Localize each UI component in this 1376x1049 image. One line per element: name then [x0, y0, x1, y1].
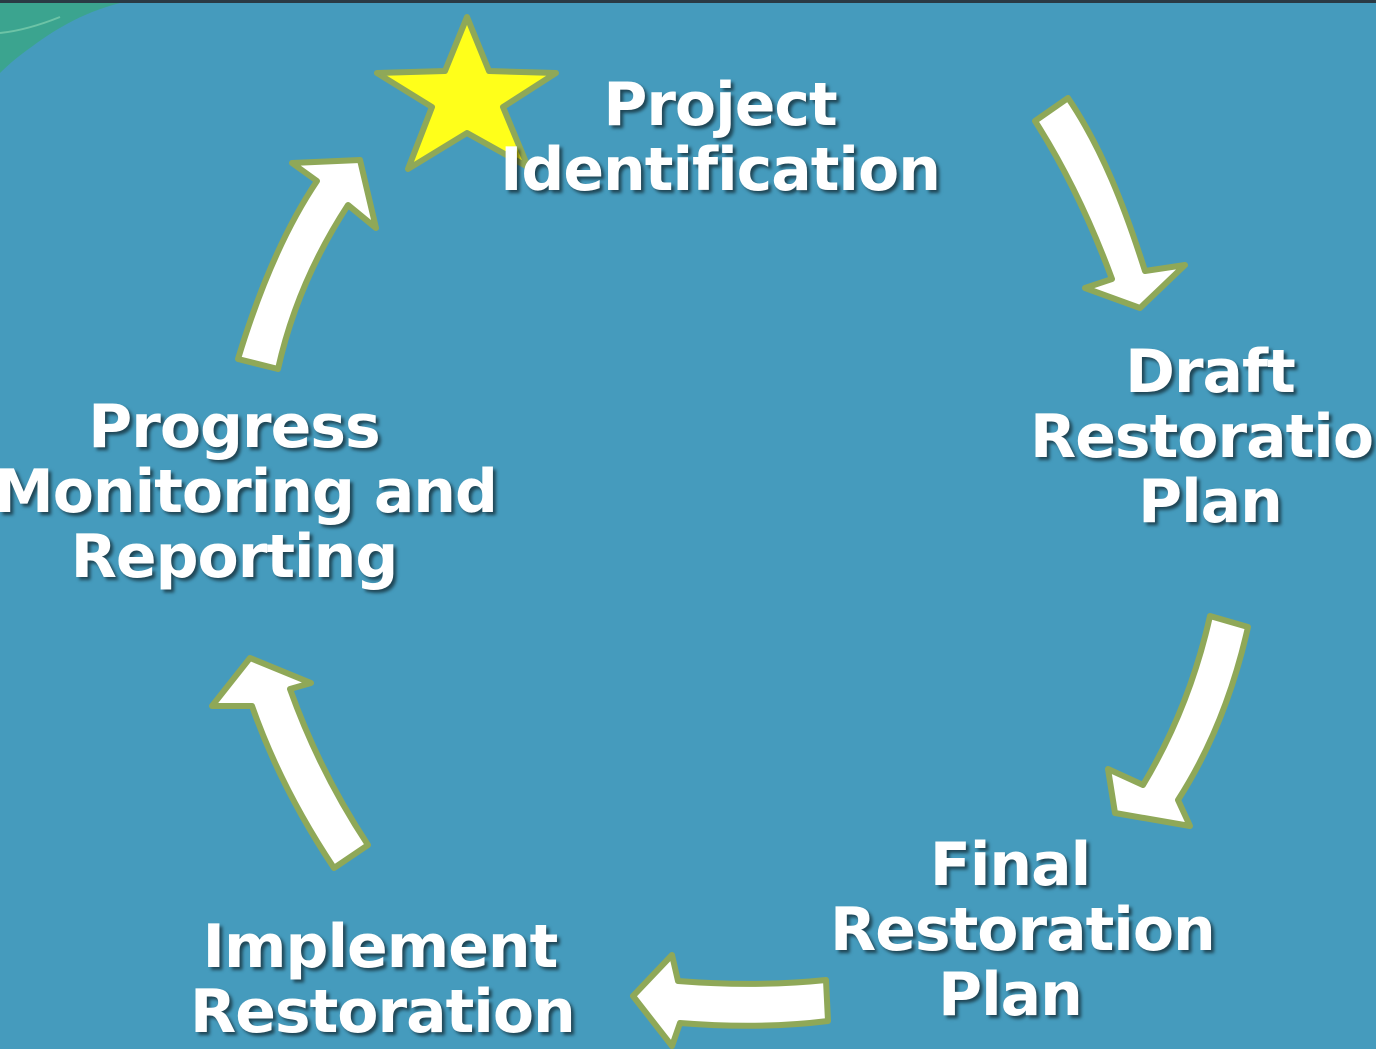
step-label-line: Reporting [70, 521, 399, 592]
step-label-line: Restoration [1030, 401, 1376, 472]
arrow-identification-to-draft [1032, 95, 1188, 311]
step-label-project-identification: Project Identification [500, 70, 941, 205]
corner-decoration [0, 3, 120, 73]
step-label-line: Final [929, 830, 1091, 900]
step-label-line: Restoration [190, 976, 576, 1047]
arrow-monitoring-to-identification [235, 157, 379, 372]
curved-arrow-icon [1105, 613, 1251, 829]
step-label-line: Monitoring and [0, 456, 498, 527]
curved-arrow-icon [235, 157, 379, 372]
step-label-final-restoration-plan: Final Restoration Plan [830, 830, 1216, 1030]
arrow-final-to-implement [630, 952, 831, 1049]
step-label-progress-monitoring-reporting: Progress Monitoring and Reporting [0, 392, 498, 592]
arrow-implement-to-monitoring [209, 655, 371, 871]
step-label-line: Plan [938, 959, 1083, 1030]
step-label-draft-restoration-plan: Draft Restoration Plan [1030, 340, 1376, 534]
curved-arrow-icon [630, 952, 831, 1049]
step-label-line: Restoration [830, 894, 1216, 965]
arrow-draft-to-final [1105, 613, 1251, 829]
step-label-line: Progress [88, 392, 380, 462]
curved-arrow-icon [209, 655, 371, 871]
step-label-line: Draft [1125, 337, 1296, 407]
step-label-line: Plan [1138, 466, 1283, 537]
star-icon [374, 14, 559, 172]
step-label-line: Identification [500, 134, 941, 205]
step-label-line: Project [603, 70, 837, 140]
step-label-line: Implement [202, 912, 559, 982]
step-label-implement-restoration: Implement Restoration [190, 912, 576, 1047]
curved-arrow-icon [1032, 95, 1188, 311]
